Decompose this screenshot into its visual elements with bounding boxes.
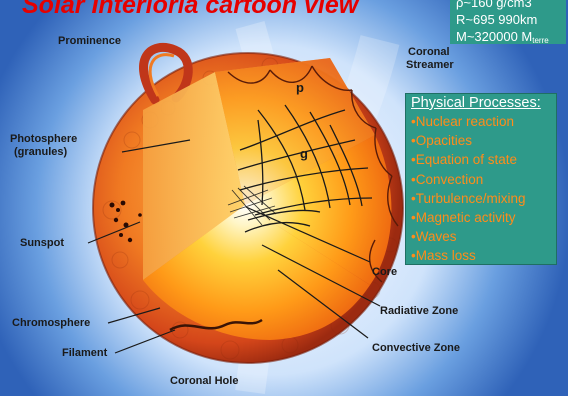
- physical-processes-box: Physical Processes: •Nuclear reaction •O…: [405, 93, 557, 265]
- label-convective-zone: Convective Zone: [372, 342, 460, 355]
- processes-list: •Nuclear reaction •Opacities •Equation o…: [411, 112, 556, 266]
- label-streamer: Streamer: [406, 59, 454, 72]
- solar-stats-box: ρ~160 g/cm3 R~695 990km M~320000 Mterre: [450, 0, 566, 44]
- label-photosphere: Photosphere: [10, 133, 77, 146]
- process-item: •Convection: [411, 170, 556, 189]
- label-prominence: Prominence: [58, 35, 121, 48]
- stat-mass: M~320000 Mterre: [456, 28, 566, 49]
- label-sunspot: Sunspot: [20, 237, 64, 250]
- label-coronal-hole: Coronal Hole: [170, 375, 238, 388]
- label-g-mode: g: [300, 146, 308, 161]
- process-item: •Turbulence/mixing: [411, 189, 556, 208]
- stat-density: ρ~160 g/cm3: [456, 0, 566, 11]
- process-item: •Waves: [411, 227, 556, 246]
- label-coronal: Coronal: [408, 46, 450, 59]
- stat-radius: R~695 990km: [456, 11, 566, 28]
- process-item: •Nuclear reaction: [411, 112, 556, 131]
- process-item: •Mass loss: [411, 246, 556, 265]
- process-item: •Magnetic activity: [411, 208, 556, 227]
- diagram-title: Solar Interiorla cartoon view: [22, 0, 358, 20]
- process-item: •Equation of state: [411, 150, 556, 169]
- label-p-mode: p: [296, 80, 304, 95]
- label-photosphere-granules: (granules): [14, 146, 67, 159]
- label-radiative-zone: Radiative Zone: [380, 305, 458, 318]
- label-filament: Filament: [62, 347, 107, 360]
- label-core: Core: [372, 266, 397, 279]
- processes-heading: Physical Processes:: [411, 95, 556, 111]
- process-item: •Opacities: [411, 131, 556, 150]
- label-chromosphere: Chromosphere: [12, 317, 90, 330]
